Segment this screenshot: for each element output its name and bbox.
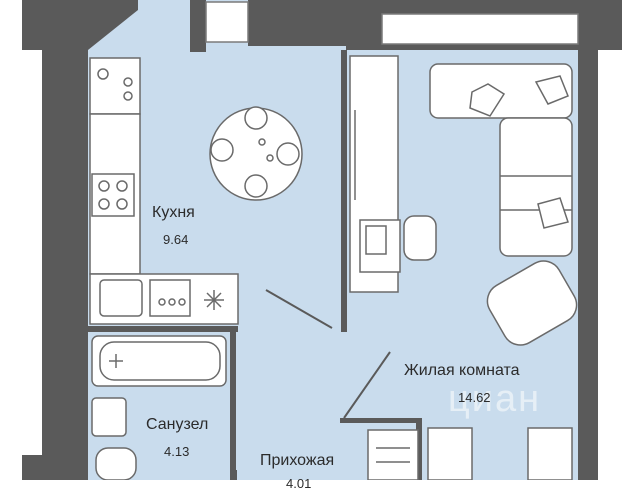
windows [205, 1, 579, 45]
walls [22, 0, 622, 480]
bathroom-name: Санузел [146, 416, 209, 433]
living-top-wall [346, 44, 578, 50]
cushion [469, 83, 506, 117]
bathroom-fixtures [91, 335, 227, 480]
sofa-back [429, 63, 573, 119]
table-item-icon [266, 154, 274, 162]
toilet [95, 447, 137, 480]
hallway-name: Прихожая [260, 452, 335, 469]
bathtub-inner [99, 341, 221, 381]
living-room-area: 14.62 [458, 390, 491, 405]
cabinet [427, 427, 473, 480]
kitchen-sink [99, 279, 143, 317]
cushion [534, 75, 569, 105]
watermark: циан [448, 378, 542, 420]
kitchen-area: 9.64 [163, 232, 189, 247]
stove-burner-icon [98, 180, 110, 192]
kitchen-furniture [89, 57, 303, 325]
living-room-furniture [349, 55, 578, 346]
cooktop [149, 279, 191, 317]
fridge-knob-icon [97, 68, 109, 80]
living-room-name: Жилая комната [404, 362, 520, 379]
right-outer-wall [578, 0, 622, 480]
top-right-wall [382, 0, 578, 14]
left-outer-wall [22, 0, 138, 480]
hallway-furniture [367, 427, 573, 480]
bath-hall-wall [230, 326, 236, 480]
dining-chair [210, 138, 234, 162]
stove-burner-icon [98, 198, 110, 210]
dining-chair [244, 174, 268, 198]
top-middle-wall [248, 0, 382, 46]
cushion [537, 197, 569, 229]
stove-burner-icon [116, 198, 128, 210]
fridge-knob-icon [123, 77, 133, 87]
sofa-seat [499, 117, 573, 257]
living-door [343, 351, 391, 419]
kitchen-living-wall [341, 50, 347, 332]
snowflake-icon [206, 292, 222, 308]
floor-plan [22, 0, 622, 480]
bathroom-area: 4.13 [164, 444, 190, 459]
top-kitchen-wall [190, 0, 206, 52]
dining-chair [276, 142, 300, 166]
kitchen-door [265, 289, 333, 329]
fridge-knob-icon [123, 91, 133, 101]
doors [235, 289, 391, 480]
living-window [381, 13, 579, 45]
cooktop-burner-icon [158, 298, 166, 306]
armchair [486, 260, 578, 346]
laptop-icon [365, 225, 387, 255]
cooktop-burner-icon [168, 298, 176, 306]
washbasin [91, 397, 127, 437]
kitchen-bath-wall [88, 326, 238, 332]
living-hall-wall [416, 420, 422, 480]
cabinet [527, 427, 573, 480]
stove-burner-icon [116, 180, 128, 192]
table-item-icon [258, 138, 266, 146]
stove [91, 173, 135, 217]
kitchen-window [205, 1, 249, 43]
dining-chair [244, 106, 268, 130]
fridge [89, 57, 141, 115]
office-chair [403, 215, 437, 261]
kitchen-name: Кухня [152, 204, 195, 221]
hallway-area: 4.01 [286, 476, 312, 491]
cooktop-burner-icon [178, 298, 186, 306]
shoe-rack [367, 429, 419, 480]
living-bottom-wall [340, 418, 422, 423]
